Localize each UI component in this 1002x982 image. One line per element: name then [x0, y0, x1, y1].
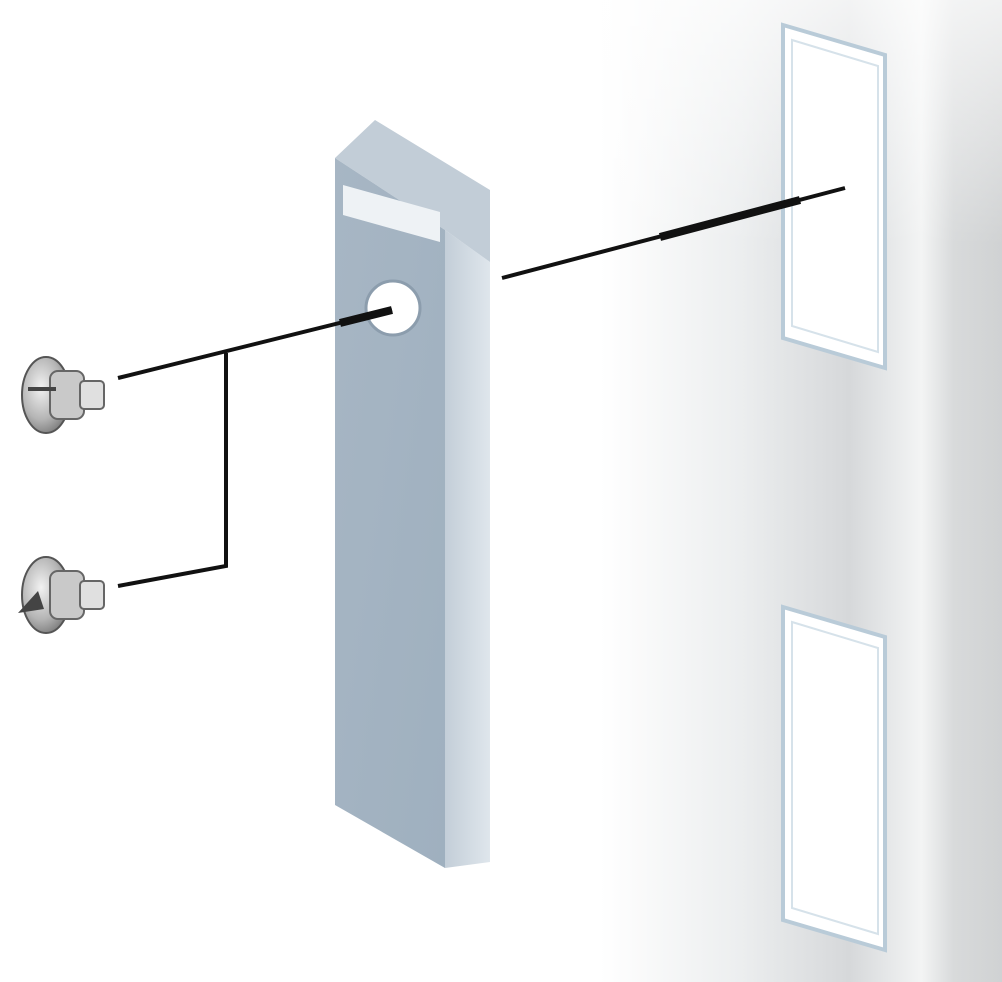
bracket-front-face — [335, 158, 445, 868]
bracket-label-plate — [343, 185, 440, 242]
bracket-hole — [364, 279, 422, 337]
rack-square-hole-upper — [781, 22, 887, 371]
rack-square-hole-lower — [781, 604, 887, 953]
bracket-top-bevel — [335, 120, 490, 262]
screw-icon — [21, 356, 105, 434]
leader-lines — [117, 186, 846, 588]
bracket-side-face — [445, 230, 490, 868]
screw-icon — [18, 556, 105, 634]
mounting-bracket — [335, 120, 490, 868]
rack-post — [600, 0, 1002, 982]
